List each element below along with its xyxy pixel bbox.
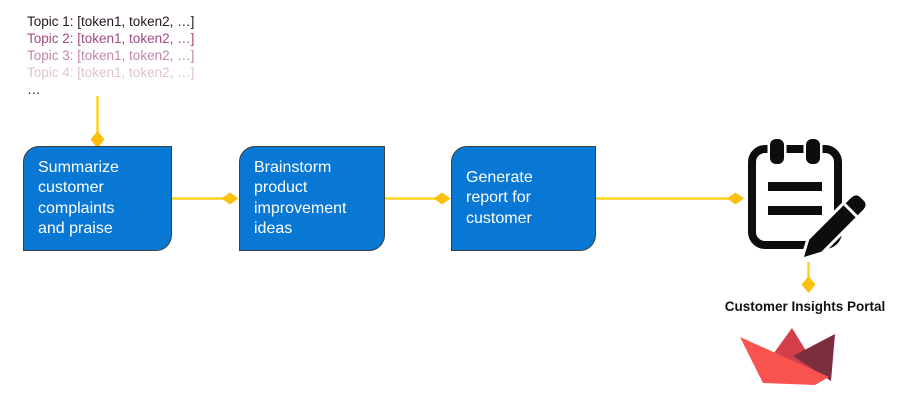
step-label: Summarize customer complaints and praise bbox=[38, 158, 119, 238]
arrow-report-to-portal bbox=[801, 262, 816, 293]
step-summarize-complaints: Summarize customer complaints and praise bbox=[23, 146, 172, 251]
step-generate-report: Generate report for customer bbox=[451, 146, 596, 251]
report-clipboard-pencil-icon bbox=[748, 137, 869, 262]
topic-line-1: Topic 1: [token1, token2, …] bbox=[27, 14, 195, 29]
arrow-topics-to-summarize bbox=[90, 96, 105, 148]
topic-line-2: Topic 2: [token1, token2, …] bbox=[27, 31, 195, 46]
topic-line-3: Topic 3: [token1, token2, …] bbox=[27, 48, 195, 63]
arrow-summarize-to-brainstorm bbox=[172, 192, 239, 205]
topic-list: Topic 1: [token1, token2, …] Topic 2: [t… bbox=[27, 13, 194, 98]
arrow-brainstorm-to-generate bbox=[385, 192, 451, 205]
arrow-generate-to-report bbox=[596, 192, 744, 205]
paper-boat-logo bbox=[740, 328, 835, 385]
step-label: Generate report for customer bbox=[466, 168, 533, 227]
step-brainstorm-ideas: Brainstorm product improvement ideas bbox=[239, 146, 385, 251]
topic-list-ellipsis: … bbox=[27, 82, 41, 97]
step-label: Brainstorm product improvement ideas bbox=[254, 158, 347, 238]
portal-label: Customer Insights Portal bbox=[724, 299, 886, 314]
topic-line-4: Topic 4: [token1, token2, …] bbox=[27, 65, 195, 80]
